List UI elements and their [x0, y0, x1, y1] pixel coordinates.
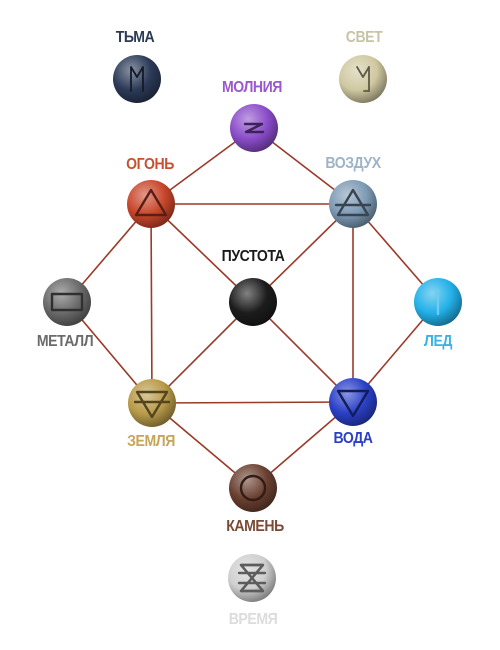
element-orbs: [43, 55, 462, 602]
symbol-vozdukh-icon: [334, 188, 372, 217]
symbol-metall-icon: [50, 292, 84, 312]
label-molniya: МОЛНИЯ: [222, 79, 282, 96]
element-kamen[interactable]: [229, 464, 277, 512]
element-voda[interactable]: [329, 378, 377, 426]
label-vozdukh: ВОЗДУХ: [325, 155, 381, 172]
label-svet: СВЕТ: [345, 29, 383, 46]
symbol-voda-icon: [336, 389, 370, 418]
element-svet[interactable]: [339, 55, 387, 103]
element-ogon[interactable]: [127, 180, 175, 228]
element-pustota[interactable]: [229, 278, 277, 326]
label-ogon: ОГОНЬ: [126, 156, 174, 173]
label-kamen: КАМЕНЬ: [226, 518, 284, 535]
symbol-molniya-icon: [243, 122, 265, 134]
label-metall: МЕТАЛЛ: [36, 333, 94, 350]
label-pustota: ПУСТОТА: [221, 248, 285, 265]
orb-ogon[interactable]: [127, 180, 175, 228]
orb-svet[interactable]: [339, 55, 387, 103]
label-tma: ТЬМА: [115, 29, 155, 46]
label-led: ЛЕД: [424, 333, 452, 350]
label-voda: ВОДА: [333, 430, 373, 447]
orb-voda[interactable]: [329, 378, 377, 426]
element-vremya[interactable]: [228, 554, 276, 602]
symbol-tma-icon: [130, 66, 144, 92]
element-led[interactable]: [414, 278, 462, 326]
element-vozdukh[interactable]: [329, 180, 377, 228]
connection-line-zemlya-voda: [151, 401, 354, 404]
element-molniya[interactable]: [230, 104, 278, 152]
element-zemlya[interactable]: [128, 379, 176, 427]
symbol-ogon-icon: [134, 188, 168, 217]
symbol-vremya-icon: [237, 563, 267, 593]
orb-tma[interactable]: [113, 55, 161, 103]
connection-line-ogon-zemlya: [150, 203, 153, 404]
orb-metall[interactable]: [43, 278, 91, 326]
label-zemlya: ЗЕМЛЯ: [127, 433, 175, 450]
symbol-kamen-icon: [239, 474, 267, 502]
element-metall[interactable]: [43, 278, 91, 326]
symbol-zemlya-icon: [133, 390, 171, 419]
orb-kamen[interactable]: [229, 464, 277, 512]
orb-pustota[interactable]: [229, 278, 277, 326]
symbol-svet-icon: [356, 66, 370, 92]
label-vremya: ВРЕМЯ: [228, 611, 278, 628]
element-tma[interactable]: [113, 55, 161, 103]
